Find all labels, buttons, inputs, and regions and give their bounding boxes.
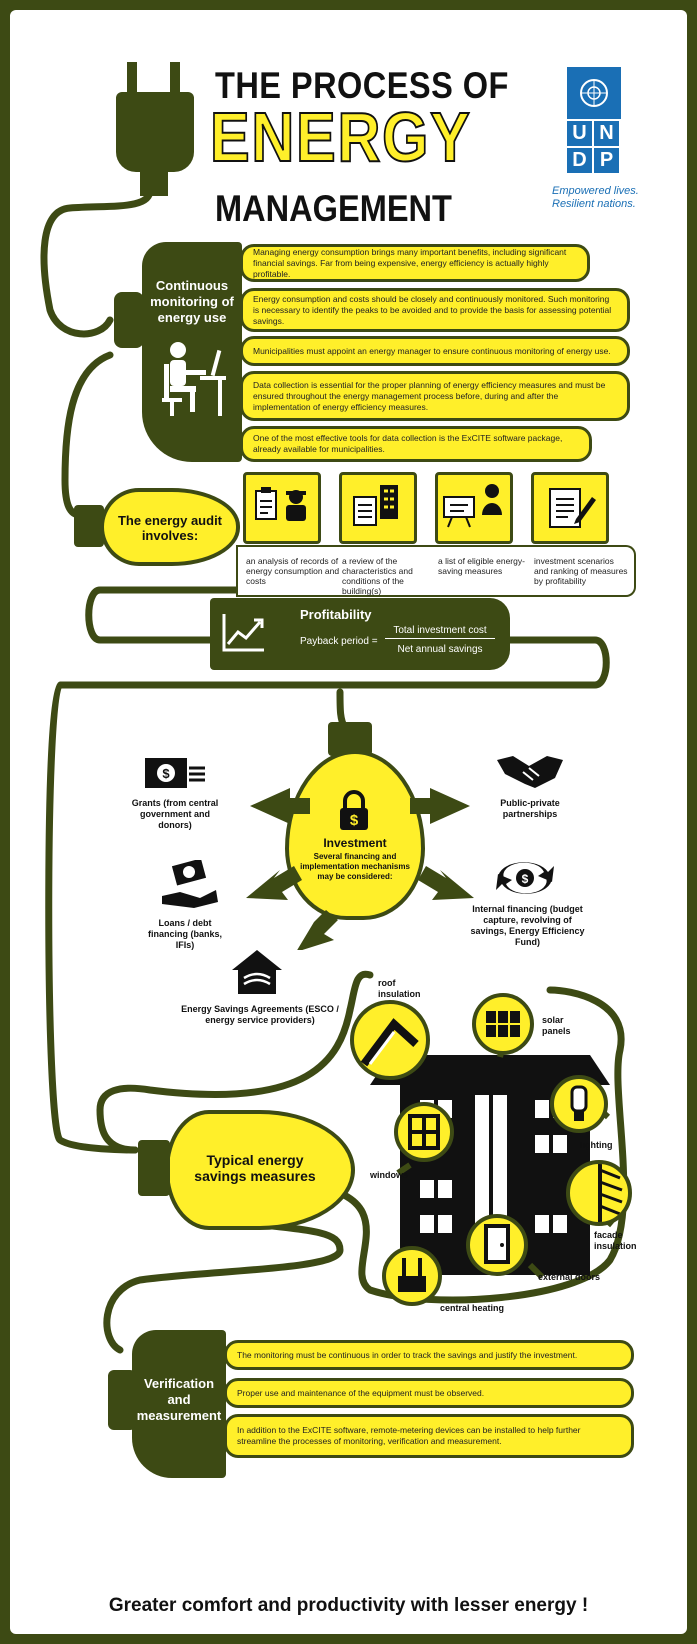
audit-item-3: a list of eligible energy-saving measure… xyxy=(438,556,525,576)
verification-label: Verification and measurement xyxy=(136,1376,222,1423)
handshake-icon xyxy=(497,756,563,788)
svg-text:$: $ xyxy=(350,812,359,829)
monitoring-item-5: One of the most effective tools for data… xyxy=(240,426,592,462)
monitoring-item-4: Data collection is essential for the pro… xyxy=(240,371,630,421)
monitoring-label: Continuous monitoring of energy use xyxy=(150,278,234,325)
audit-bulb xyxy=(100,488,240,566)
measures-label: Typical energy savings measures xyxy=(194,1152,316,1184)
audit-item-4: investment scenarios and ranking of meas… xyxy=(534,556,628,586)
audit-card-building xyxy=(339,472,417,544)
solar-panels-icon xyxy=(472,993,534,1055)
profitability-panel xyxy=(210,598,510,670)
windows-icon xyxy=(394,1102,454,1162)
title-line2: ENERGY xyxy=(209,98,472,176)
loans-label: Loans / debt financing (banks, IFIs) xyxy=(147,918,222,950)
title-line3: MANAGEMENT xyxy=(215,188,452,229)
payback-lhs: Payback period = xyxy=(300,636,378,647)
lighting-icon xyxy=(550,1075,608,1133)
arrow-right-ppp xyxy=(410,788,470,824)
clipboard-worker-icon xyxy=(255,487,306,521)
audit-bulb-base xyxy=(74,505,104,547)
logo-letter-p: P xyxy=(594,148,619,173)
central-heating-icon xyxy=(382,1246,442,1306)
cycle-dollar-icon: $ xyxy=(496,862,554,894)
growth-chart-icon xyxy=(222,614,264,652)
payback-denominator: Net annual savings xyxy=(397,644,483,655)
monitoring-panel xyxy=(142,242,242,462)
external-doors-icon xyxy=(466,1214,528,1276)
solar-label: solar panels xyxy=(542,1015,571,1036)
padlock-dollar-icon: $ xyxy=(340,790,368,830)
audit-item-1: an analysis of records of energy consump… xyxy=(246,556,340,586)
plug-prong-left xyxy=(127,62,137,92)
audit-card-measures xyxy=(435,472,513,544)
arrow-internal xyxy=(418,866,474,900)
monitoring-item-1: Managing energy consumption brings many … xyxy=(240,244,590,282)
windows-label: windows xyxy=(370,1170,408,1180)
verification-item-2: Proper use and maintenance of the equipm… xyxy=(224,1378,634,1408)
notepad-pen-icon xyxy=(549,488,596,528)
svg-text:$: $ xyxy=(162,766,170,781)
desk-worker-icon xyxy=(162,342,226,416)
esa-label: Energy Savings Agreements (ESCO / energy… xyxy=(181,1004,339,1025)
monitoring-item-2: Energy consumption and costs should be c… xyxy=(240,288,630,332)
audit-strip-inner xyxy=(238,547,634,595)
grants-label: Grants (from central government and dono… xyxy=(131,798,219,830)
internal-financing-label: Internal financing (budget capture, revo… xyxy=(470,904,585,947)
house-icon xyxy=(232,950,282,994)
banknote-icon: $ xyxy=(145,758,205,788)
audit-item-2: a review of the characteristics and cond… xyxy=(342,556,413,596)
verification-item-3: In addition to the ExCITE software, remo… xyxy=(224,1414,634,1458)
monitoring-item-3: Municipalities must appoint an energy ma… xyxy=(240,336,630,366)
tagline-line2: Resilient nations. xyxy=(552,198,636,210)
plug-neck xyxy=(140,170,168,196)
measures-bulb xyxy=(165,1110,355,1230)
investment-subtitle: Several financing and implementation mec… xyxy=(300,852,410,881)
title-line1: THE PROCESS OF xyxy=(215,65,509,106)
investment-arrows xyxy=(246,788,474,950)
tagline-line1: Empowered lives. xyxy=(552,185,639,197)
facade-label: facade insulation xyxy=(594,1230,637,1251)
payback-numerator: Total investment cost xyxy=(385,625,495,639)
svg-text:$: $ xyxy=(522,872,529,886)
arrow-loans xyxy=(246,866,302,900)
lighting-label: lighting xyxy=(580,1140,613,1150)
doors-label: external doors xyxy=(538,1272,601,1282)
un-emblem-icon xyxy=(567,67,621,119)
arrow-esa xyxy=(297,910,338,950)
roof-insulation-icon xyxy=(350,1000,430,1080)
investment-bulb xyxy=(285,750,425,920)
audit-card-records xyxy=(243,472,321,544)
logo-letter-d: D xyxy=(567,148,592,173)
logo-letter-u: U xyxy=(567,121,592,146)
ppp-label: Public-private partnerships xyxy=(500,798,560,819)
plug-prong-right xyxy=(170,62,180,92)
roof-label: roof insulation xyxy=(378,978,421,999)
audit-card-ranking xyxy=(531,472,609,544)
verification-item-1: The monitoring must be continuous in ord… xyxy=(224,1340,634,1370)
undp-logo: U N D P xyxy=(566,66,622,174)
tagline: Empowered lives. Resilient nations. xyxy=(552,185,639,211)
measures-bulb-base xyxy=(138,1140,170,1196)
investment-title: Investment xyxy=(323,836,387,850)
profitability-title: Profitability xyxy=(300,607,372,622)
plug-icon xyxy=(116,92,194,172)
infographic: THE PROCESS OF ENERGY MANAGEMENT U N D P… xyxy=(10,10,687,1634)
document-building-icon xyxy=(353,485,398,526)
presentation-icon xyxy=(443,484,502,528)
footer-slogan: Greater comfort and productivity with le… xyxy=(108,1595,589,1616)
verification-socket xyxy=(108,1370,136,1430)
logo-letter-n: N xyxy=(594,121,619,146)
facade-insulation-icon xyxy=(566,1160,632,1226)
loan-hand-icon xyxy=(162,860,218,908)
arrow-left-grants xyxy=(250,788,310,824)
verification-panel xyxy=(132,1330,226,1478)
heating-label: central heating xyxy=(440,1303,505,1313)
audit-label: The energy audit involves: xyxy=(117,513,223,543)
monitoring-socket xyxy=(114,292,144,348)
